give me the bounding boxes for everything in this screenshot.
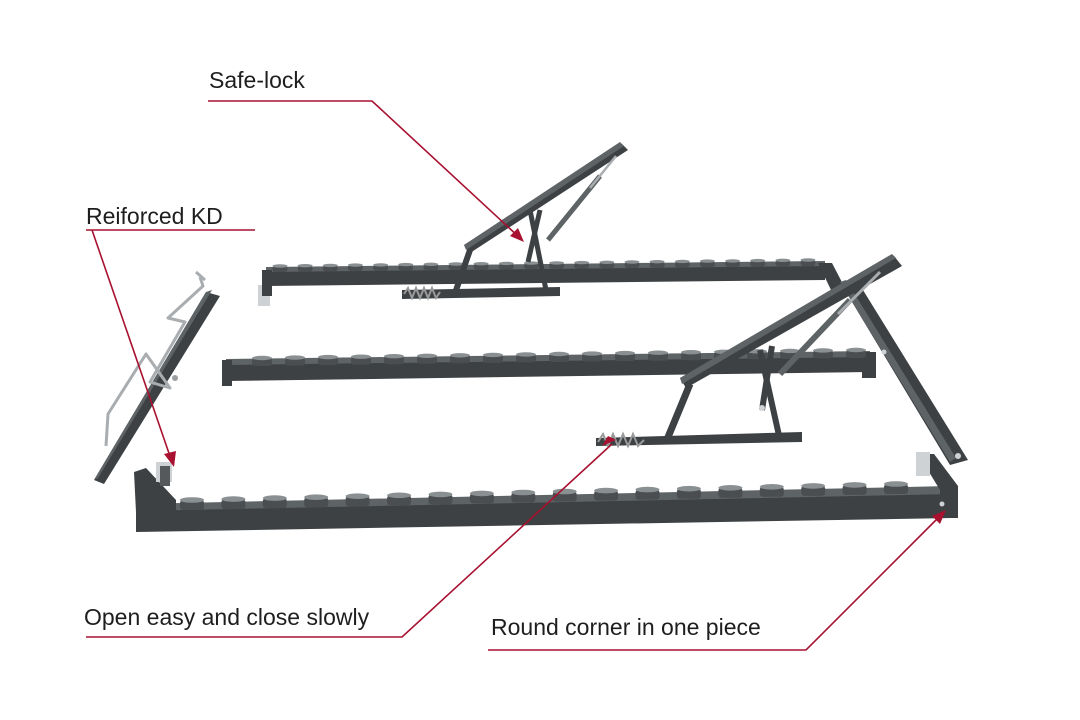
safe-lock-label: Safe-lock <box>209 67 305 93</box>
reinforced-kd-bar <box>94 290 220 484</box>
slat-holder <box>304 494 329 508</box>
slat-holder <box>272 264 288 272</box>
slat-holder <box>498 261 514 270</box>
round-corner-arrowhead <box>932 510 946 524</box>
open-easy-arrowhead <box>602 436 616 446</box>
slat-holder <box>511 489 536 503</box>
slat-holder <box>676 485 701 499</box>
slat-holder <box>599 260 615 269</box>
slat-holder <box>450 353 470 364</box>
slat-holder <box>649 260 665 268</box>
slat-holder <box>285 355 305 366</box>
reinforced-kd-label: Reiforced KD <box>86 203 223 229</box>
slat-holder <box>417 353 437 364</box>
slat-holder <box>615 350 635 362</box>
slat-holder <box>428 491 453 505</box>
callout-lines <box>86 100 943 651</box>
open-easy-leader <box>86 443 613 638</box>
slat-holder <box>846 347 866 358</box>
back-rail-slat-holders <box>272 258 816 272</box>
round-corner-label: Round corner in one piece <box>491 614 761 640</box>
right-side-rail <box>840 280 968 465</box>
slat-holder <box>574 260 590 269</box>
slat-holder <box>750 258 766 267</box>
slat-holder <box>351 354 371 365</box>
slat-holder <box>345 493 370 507</box>
slat-holder <box>718 485 743 498</box>
callout-arrowheads <box>164 228 946 524</box>
slat-holder <box>674 259 690 268</box>
slat-holder <box>775 258 791 267</box>
safe-lock-leader <box>208 100 521 239</box>
slat-holder <box>384 354 404 365</box>
slat-holder <box>681 350 701 361</box>
slat-holder <box>473 262 489 270</box>
slat-holder <box>516 352 536 363</box>
slat-holder <box>387 492 412 506</box>
slat-holder <box>842 482 867 495</box>
slat-holder <box>347 263 363 272</box>
slat-holder <box>322 263 338 272</box>
slat-holder <box>318 354 338 366</box>
open-easy-label: Open easy and close slowly <box>84 604 370 630</box>
slat-holder <box>448 262 464 270</box>
slat-holder <box>759 484 784 497</box>
slat-holder <box>180 497 204 510</box>
slat-holder <box>549 261 565 269</box>
slat-holder <box>483 352 503 363</box>
slat-holder <box>423 262 439 271</box>
slat-holder <box>252 355 272 366</box>
slat-holder <box>469 490 494 504</box>
slat-holder <box>800 258 816 266</box>
slat-holder <box>699 259 715 268</box>
front-rail <box>134 452 958 532</box>
slat-holder <box>813 348 833 359</box>
slat-holder <box>373 263 389 271</box>
reinforced-kd-wire <box>104 270 206 447</box>
slat-holder <box>884 481 908 494</box>
front-lift-mechanism <box>596 254 902 449</box>
slat-holder <box>725 259 741 267</box>
slat-holder <box>648 350 668 361</box>
slat-holder <box>582 351 602 362</box>
front-rail-slat-holders <box>180 481 908 510</box>
slat-holder <box>594 487 619 501</box>
reinforced-kd-arrowhead <box>164 451 176 467</box>
slat-holder <box>262 495 287 509</box>
reinforced-kd-leader-diagonal <box>91 229 173 463</box>
slat-holder <box>398 262 414 271</box>
round-corner-leader <box>488 513 943 651</box>
slat-holder <box>549 351 569 362</box>
slat-holder <box>635 486 660 500</box>
slat-holder <box>624 260 640 268</box>
slat-holder <box>297 264 313 272</box>
slat-holder <box>523 261 539 270</box>
slat-holder <box>801 483 826 496</box>
slat-holder <box>221 496 246 510</box>
safe-lock-arrowhead <box>510 228 524 242</box>
